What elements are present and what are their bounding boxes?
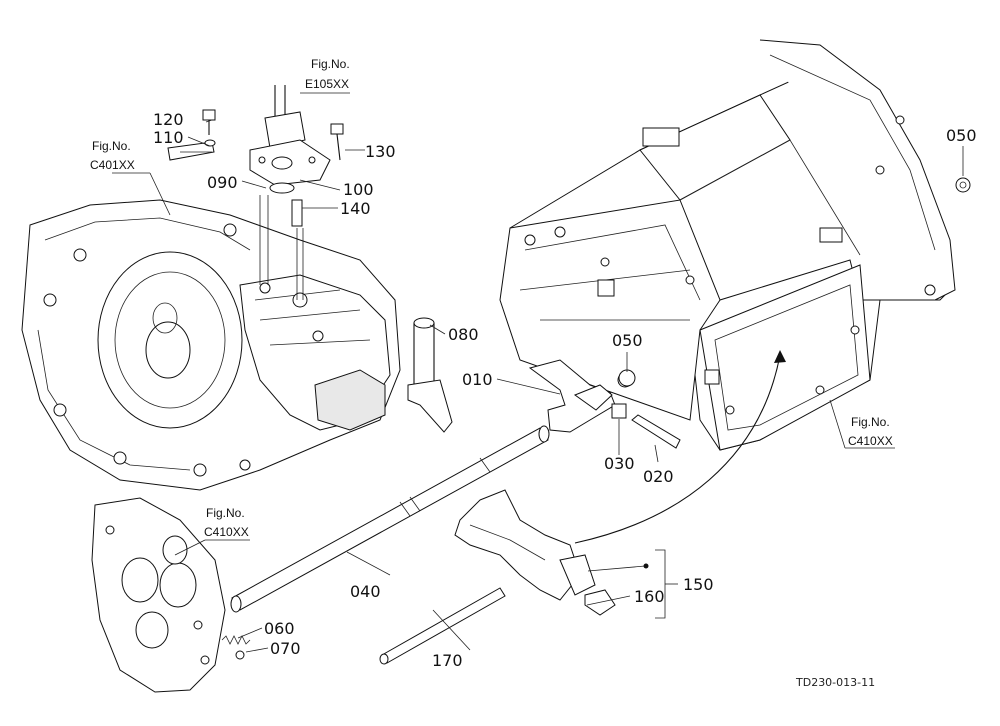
installation-arrow [574,354,781,544]
part-label-110: 110 [153,128,184,147]
part-label-070: 070 [270,639,301,658]
drawing-code: TD230-013-11 [795,676,875,689]
arrow-head [774,350,786,363]
part-label-150: 150 [683,575,714,594]
part-label-130: 130 [365,142,396,161]
part-label-170: 170 [432,651,463,670]
fig-ref-c410-right-line1: Fig.No. [851,415,890,429]
fig-ref-c410-left-line1: Fig.No. [206,506,245,520]
part-label-050-right: 050 [946,126,977,145]
shift-rod-040 [230,425,550,613]
part-label-060: 060 [264,619,295,638]
part-label-030: 030 [604,454,635,473]
part-label-040: 040 [350,582,381,601]
transmission-case [499,39,956,451]
fig-ref-c401-line2: C401XX [90,158,135,172]
fig-ref-c401-line1: Fig.No. [92,139,131,153]
fig-ref-e105-line1: Fig.No. [311,57,350,71]
part-label-090: 090 [207,173,238,192]
shift-lever-bracket [167,85,344,300]
part-label-050-center: 050 [612,331,643,350]
part-label-140: 140 [340,199,371,218]
part-label-100: 100 [343,180,374,199]
leader-lines [112,92,964,653]
fig-ref-c410-left-line2: C410XX [204,525,249,539]
part-label-080: 080 [448,325,479,344]
part-label-020: 020 [643,467,674,486]
part-label-010: 010 [462,370,493,389]
front-housing [21,199,401,491]
fig-ref-e105-line2: E105XX [305,77,349,91]
shift-arm-080 [407,317,453,433]
fig-ref-c410-right-line2: C410XX [848,434,893,448]
part-label-120: 120 [153,110,184,129]
part-label-160: 160 [634,587,665,606]
